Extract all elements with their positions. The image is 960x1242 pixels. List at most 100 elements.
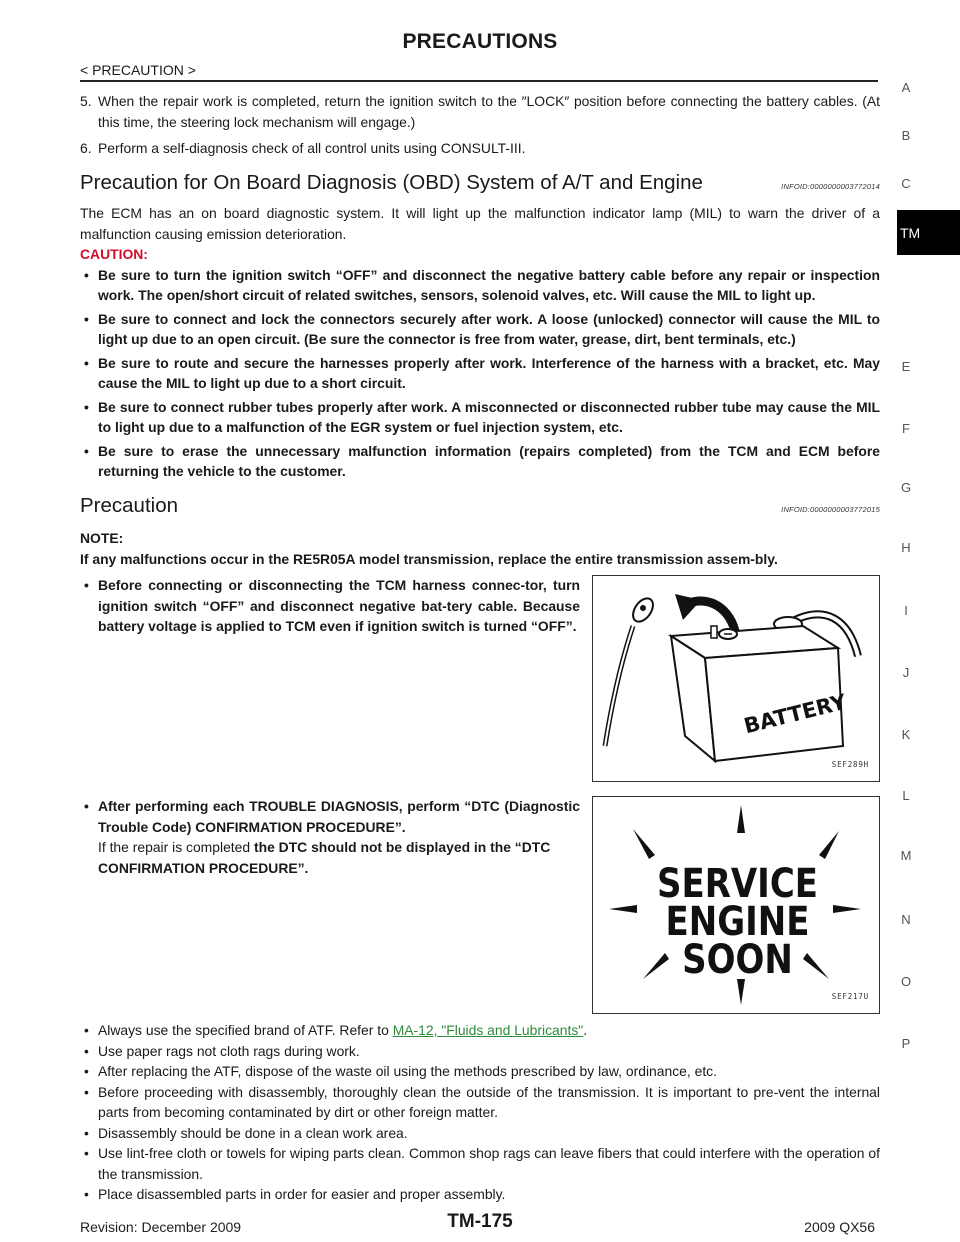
ray-icon bbox=[643, 953, 669, 979]
side-index-tm-active[interactable]: TM bbox=[897, 210, 960, 255]
dtc-row: • After performing each TROUBLE DIAGNOSIS… bbox=[80, 796, 880, 1014]
info-id: INFOID:0000000003772015 bbox=[781, 504, 880, 514]
list-item: • Before proceeding with disassembly, tho… bbox=[80, 1082, 880, 1123]
side-index-h[interactable]: H bbox=[901, 540, 911, 555]
atf-end: . bbox=[583, 1022, 588, 1038]
side-index-j[interactable]: J bbox=[902, 665, 910, 680]
engine-text: ENGINE bbox=[666, 898, 810, 944]
battery-figure: BATTERY SEF289H bbox=[592, 575, 880, 782]
list-item: •After replacing the ATF, dispose of the… bbox=[80, 1061, 880, 1082]
figure-code: SEF217U bbox=[831, 991, 869, 1001]
bullet-dot: • bbox=[84, 1083, 89, 1100]
side-index-c[interactable]: C bbox=[901, 176, 911, 191]
ray-icon bbox=[819, 831, 839, 859]
caution-bullet: •Be sure to erase the unnecessary malfun… bbox=[80, 441, 880, 482]
caution-label: CAUTION: bbox=[80, 246, 148, 262]
dtc-plain-text: If the repair is completed bbox=[98, 839, 254, 855]
step-6: 6. Perform a self-diagnosis check of all… bbox=[80, 138, 880, 159]
bullet-text: Always use the specified brand of ATF. R… bbox=[98, 1020, 880, 1041]
service-engine-figure: SERVICE ENGINE SOON SEF217U bbox=[592, 796, 880, 1014]
soon-text: SOON bbox=[682, 936, 793, 982]
side-index-e[interactable]: E bbox=[901, 359, 911, 374]
ray-icon bbox=[833, 905, 861, 913]
fluids-lubricants-link[interactable]: MA-12, "Fluids and Lubricants" bbox=[392, 1022, 584, 1038]
bullet-text: Be sure to route and secure the harnesse… bbox=[98, 354, 880, 392]
bullet-dot: • bbox=[84, 310, 89, 327]
caution-list: • Be sure to turn the ignition switch “OF… bbox=[80, 265, 880, 482]
ray-icon bbox=[633, 829, 655, 859]
bullet-text: After replacing the ATF, dispose of the … bbox=[98, 1063, 717, 1079]
footer-model: 2009 QX56 bbox=[804, 1219, 875, 1235]
header-divider bbox=[80, 80, 878, 82]
ray-icon bbox=[803, 953, 829, 979]
bullet-text: Disassembly should be done in a clean wo… bbox=[98, 1124, 408, 1141]
general-precaution-list: • Always use the specified brand of ATF. … bbox=[80, 1020, 880, 1205]
side-index-f[interactable]: F bbox=[902, 421, 910, 436]
list-item: •Always use the specified brand of ATF. … bbox=[80, 1020, 880, 1041]
side-index-l[interactable]: L bbox=[902, 788, 910, 803]
bullet-dot: • bbox=[84, 577, 89, 593]
side-index-i[interactable]: I bbox=[904, 603, 908, 618]
bullet-text: Place disassembled parts in order for ea… bbox=[98, 1186, 506, 1202]
obd-section-heading: Precaution for On Board Diagnosis (OBD) … bbox=[80, 170, 880, 198]
bullet-dot: • bbox=[84, 398, 89, 415]
side-index-o[interactable]: O bbox=[900, 974, 912, 989]
battery-row: • Before connecting or disconnecting the … bbox=[80, 575, 880, 782]
precaution-section-heading: Precaution INFOID:0000000003772015 bbox=[80, 493, 880, 521]
ray-icon bbox=[737, 805, 745, 833]
bullet-text: Before connecting or disconnecting the T… bbox=[98, 577, 580, 634]
obd-intro: The ECM has an on board diagnostic syste… bbox=[80, 205, 880, 242]
bullet-text: Be sure to connect and lock the connecto… bbox=[98, 310, 880, 348]
side-index-a[interactable]: A bbox=[901, 80, 911, 95]
bullet-dot: • bbox=[84, 798, 89, 814]
dtc-bullet: • After performing each TROUBLE DIAGNOSIS… bbox=[80, 796, 580, 837]
dtc-text-column: • After performing each TROUBLE DIAGNOSIS… bbox=[80, 796, 580, 1014]
side-index-p[interactable]: P bbox=[901, 1036, 911, 1051]
caution-bullet: • Be sure to turn the ignition switch “OF… bbox=[80, 265, 880, 306]
step-number: 5. bbox=[80, 93, 92, 109]
ray-icon bbox=[609, 905, 637, 913]
side-index-k[interactable]: K bbox=[901, 727, 911, 742]
bullet-text: Be sure to erase the unnecessary malfunc… bbox=[98, 442, 880, 480]
battery-front bbox=[703, 646, 845, 763]
bullet-dot: • bbox=[84, 266, 89, 283]
battery-illustration: BATTERY bbox=[602, 594, 862, 764]
atf-text: Always use the specified brand of ATF. R… bbox=[98, 1022, 393, 1038]
list-item: •Use lint-free cloth or towels for wipin… bbox=[80, 1143, 880, 1184]
bullet-dot: • bbox=[84, 1124, 89, 1141]
caution-bullet: • Be sure to connect and lock the connect… bbox=[80, 309, 880, 350]
side-index-n[interactable]: N bbox=[901, 912, 911, 927]
arrow-head-icon bbox=[675, 594, 701, 620]
dtc-bold-text: the DTC should not be displayed in the “… bbox=[98, 839, 551, 876]
bullet-text: Before proceeding with disassembly, thor… bbox=[98, 1083, 880, 1121]
info-id: INFOID:0000000003772014 bbox=[781, 181, 880, 191]
bullet-dot: • bbox=[84, 1186, 89, 1202]
ray-icon bbox=[737, 979, 745, 1005]
bullet-text: Use lint-free cloth or towels for wiping… bbox=[98, 1145, 880, 1182]
bullet-text: Be sure to connect rubber tubes properly… bbox=[98, 398, 880, 436]
side-index-m[interactable]: M bbox=[900, 848, 912, 863]
side-index-b[interactable]: B bbox=[901, 128, 911, 143]
negative-cable bbox=[602, 625, 636, 747]
vent-cap bbox=[710, 625, 718, 639]
side-index-g[interactable]: G bbox=[900, 480, 912, 495]
section-heading-text: Precaution bbox=[80, 493, 179, 517]
bullet-text: Be sure to turn the ignition switch “OFF… bbox=[98, 266, 880, 304]
main-content: 5. When the repair work is completed, re… bbox=[80, 91, 880, 1205]
figure-code: SEF289H bbox=[831, 759, 869, 769]
bullet-text: After performing each TROUBLE DIAGNOSIS,… bbox=[98, 798, 580, 835]
list-item: • Place disassembled parts in order for e… bbox=[80, 1184, 880, 1205]
step-number: 6. bbox=[80, 140, 92, 156]
battery-text-column: • Before connecting or disconnecting the … bbox=[80, 575, 580, 782]
footer-page-number: TM-175 bbox=[447, 1211, 513, 1232]
battery-bullet: • Before connecting or disconnecting the … bbox=[80, 575, 580, 637]
terminal-hole bbox=[640, 605, 646, 611]
step-text: When the repair work is completed, retur… bbox=[98, 93, 880, 130]
cable-highlight bbox=[792, 612, 860, 657]
cable-highlight bbox=[604, 625, 634, 747]
note-text: If any malfunctions occur in the RE5R05A… bbox=[80, 550, 778, 567]
section-breadcrumb: < PRECAUTION > bbox=[80, 62, 196, 78]
bullet-dot: • bbox=[84, 354, 89, 371]
bullet-text: Use paper rags not cloth rags during wor… bbox=[98, 1042, 360, 1059]
service-engine-soon-illustration: SERVICE ENGINE SOON bbox=[609, 805, 861, 1005]
